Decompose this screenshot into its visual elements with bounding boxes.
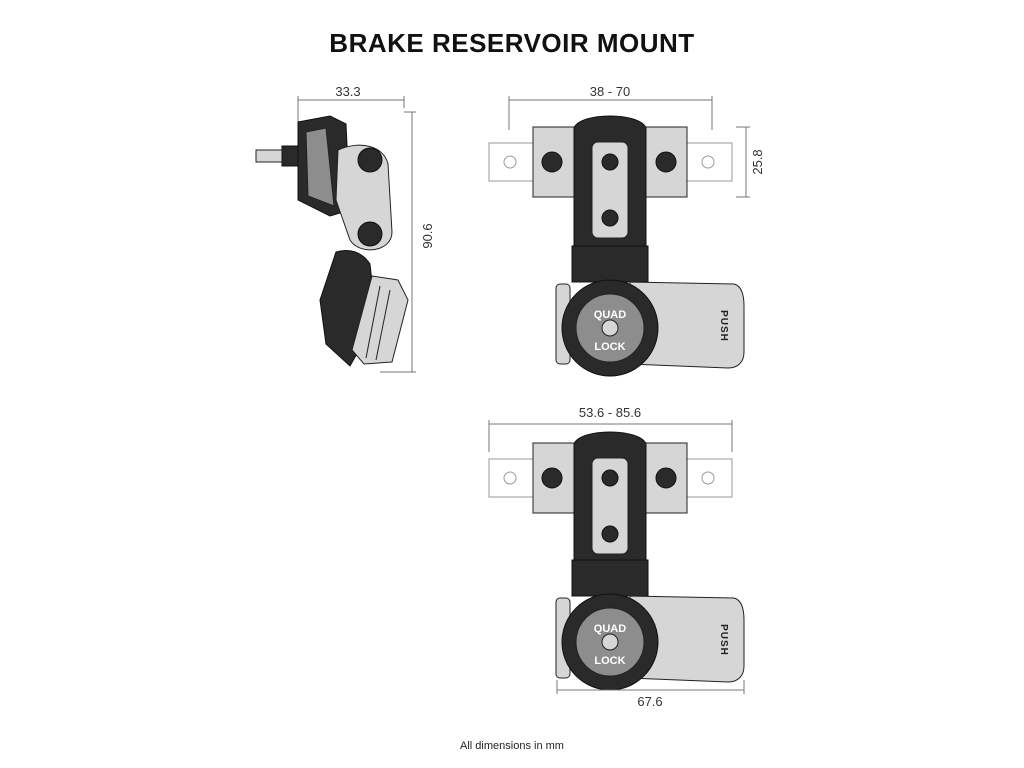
lock-lever	[629, 595, 745, 683]
side-height-label: 90.6	[420, 223, 435, 248]
logo-line2: LOCK	[594, 655, 625, 667]
top-clamp-label: 38 - 70	[590, 84, 630, 99]
bolt-stem	[255, 149, 283, 163]
lever-label: PUSH	[718, 310, 729, 342]
mount-arm	[335, 144, 393, 251]
logo-line1: QUAD	[594, 309, 626, 321]
bottom-clamp-label: 53.6 - 85.6	[579, 405, 641, 420]
side-view: 33.3 90.6	[255, 84, 435, 373]
clamp-screw-left	[541, 467, 563, 489]
clamp-screw-left	[541, 151, 563, 173]
dimensions-footnote: All dimensions in mm	[460, 740, 564, 752]
arm-knob-bottom	[357, 221, 383, 247]
top-height-label: 25.8	[750, 149, 765, 174]
phone-cradle	[351, 275, 409, 365]
logo-line1: QUAD	[594, 623, 626, 635]
lever-label: PUSH	[718, 624, 729, 656]
clamp-screw-right	[655, 151, 677, 173]
front-view-top: 38 - 70 25.8 PUSH QUAD LOCK	[488, 84, 765, 377]
logo-line2: LOCK	[594, 341, 625, 353]
arm-knob-top	[357, 147, 383, 173]
side-width-label: 33.3	[335, 84, 360, 99]
lock-lever	[629, 281, 745, 369]
clamp-screw-right	[655, 467, 677, 489]
page-title: BRAKE RESERVOIR MOUNT	[329, 28, 695, 58]
front-view-bottom: 53.6 - 85.6 PUSH QUAD LOCK 67.6	[488, 405, 745, 709]
bottom-length-label: 67.6	[637, 694, 662, 709]
